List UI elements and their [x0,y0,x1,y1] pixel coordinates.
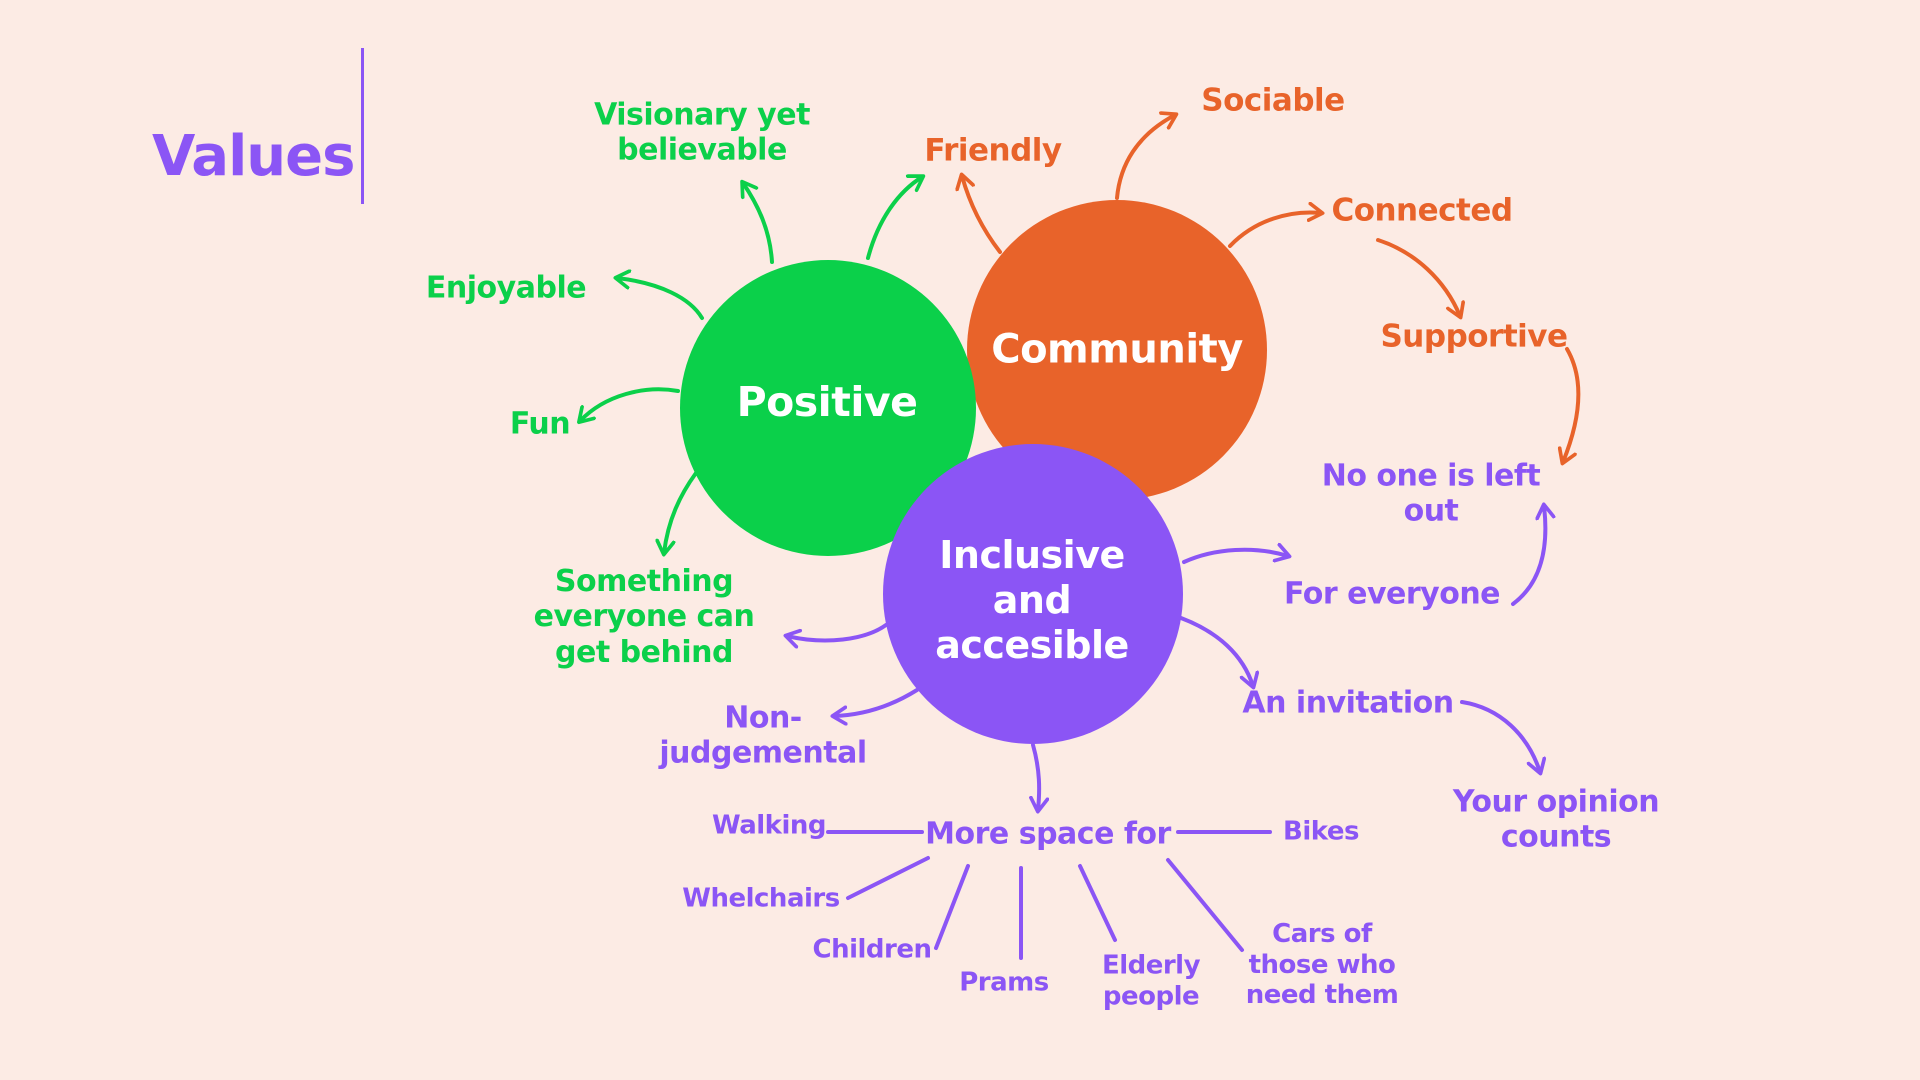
arrow-to-enjoyable [617,278,704,320]
community-circle [967,200,1267,500]
label-connected: Connected [1331,192,1513,229]
label-fun: Fun [509,406,571,442]
label-bikes: Bikes [1283,816,1359,847]
arrow-for-everyone-to-no-one [1511,506,1545,606]
label-no-one: No one is left out [1321,458,1541,529]
label-visionary: Visionary yet believable [594,97,810,168]
arrow-to-invitation [1179,616,1253,686]
label-supportive: Supportive [1380,318,1568,355]
label-friendly: Friendly [924,132,1062,169]
arrow-to-something [664,471,698,553]
arrow-to-more-space [1033,743,1039,810]
arrow-to-friendly [962,176,1002,254]
label-children: Children [812,934,933,965]
arrow-to-connected [1228,212,1321,248]
label-cars: Cars of those who need them [1245,918,1399,1011]
arrow-to-sociable [1115,115,1175,200]
hub-positive-label: Positive [736,377,918,426]
label-enjoyable: Enjoyable [425,270,587,306]
arrow-to-visionary [743,183,774,264]
label-sociable: Sociable [1201,82,1345,119]
arrow-to-something-everyone [787,623,888,640]
label-more-space: More space for [925,816,1171,852]
arrow-connected-to-supportive [1376,238,1460,316]
arrow-to-visionary-2 [866,177,922,260]
label-walking: Walking [711,810,827,841]
arrow-to-fun [580,387,680,421]
hub-community-label: Community [991,326,1243,373]
label-for-everyone: For everyone [1283,576,1501,612]
line-to-whelchairs [846,856,930,900]
label-invitation: An invitation [1242,685,1454,721]
line-to-cars [1166,858,1244,952]
line-to-elderly [1078,864,1117,942]
arrow-invitation-to-opinion [1460,700,1540,772]
positive-circle [680,260,976,556]
arrow-supportive-to-no-one [1563,347,1581,462]
arrow-to-non-judgemental [834,688,919,716]
label-non-judgemental: Non- judgemental [659,700,867,771]
title-divider [361,48,364,204]
label-prams: Prams [959,967,1049,998]
label-opinion: Your opinion counts [1452,784,1660,855]
label-something: Something everyone can get behind [533,563,755,670]
page-title: Values [152,124,355,189]
hub-inclusive-label: Inclusive and accesible [935,532,1129,667]
arrow-to-for-everyone [1182,550,1288,564]
label-elderly: Elderly people [1101,950,1201,1011]
inclusive-circle [883,444,1183,744]
line-to-children [934,864,970,950]
label-whelchairs: Whelchairs [682,883,840,914]
